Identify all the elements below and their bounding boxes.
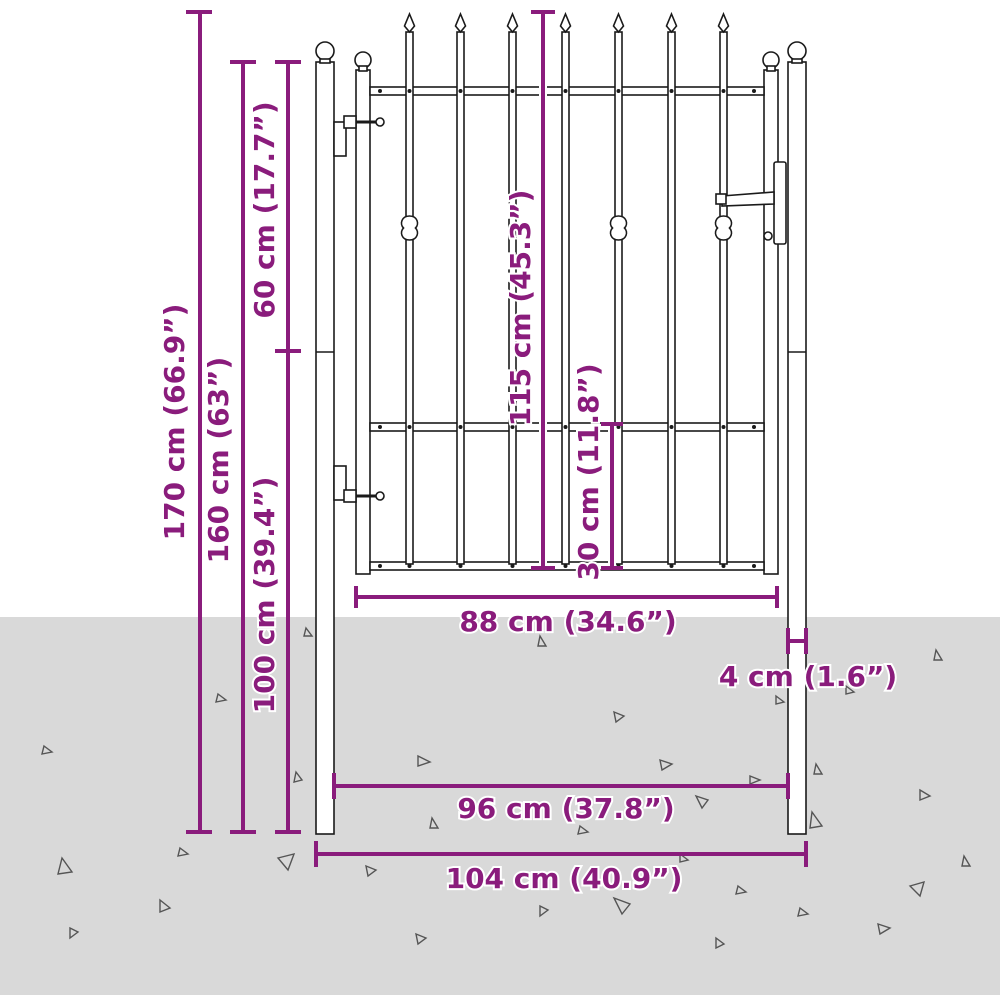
- gate-right-stile: [763, 69, 779, 575]
- ground-pebbles: [41, 626, 972, 950]
- dim-line-170: [186, 10, 212, 834]
- dim-line-60-100: [275, 60, 301, 834]
- spear-bar: [717, 11, 730, 565]
- label-100cm: 100 cm (39.4”): [248, 477, 281, 714]
- right-post: [787, 41, 807, 835]
- rail-bolts: [378, 89, 756, 568]
- ball-finial-icon: [315, 41, 335, 61]
- left-post: [315, 41, 335, 835]
- spear-bar: [665, 11, 678, 565]
- spear-bar: [559, 11, 572, 565]
- dim-line-104: [314, 841, 808, 867]
- spear-bars: [403, 11, 730, 565]
- dim-line-88: [354, 586, 779, 608]
- label-115cm: 115 cm (45.3”): [504, 190, 537, 427]
- dim-line-115: [531, 10, 555, 570]
- hinge-icon: [333, 115, 385, 157]
- label-170cm: 170 cm (66.9”): [158, 304, 191, 541]
- spear-bar: [454, 11, 467, 565]
- hinge-icon: [333, 465, 385, 503]
- decorative-knots: [400, 215, 733, 241]
- label-160cm: 160 cm (63”): [202, 357, 235, 564]
- spear-bar: [403, 11, 416, 565]
- dim-line-160: [230, 60, 256, 834]
- lever-handle-icon: [715, 161, 787, 245]
- ball-finial-icon: [787, 41, 807, 61]
- dim-line-96: [332, 773, 790, 799]
- label-96cm: 96 cm (37.8”): [457, 792, 674, 825]
- label-104cm: 104 cm (40.9”): [446, 862, 683, 895]
- dim-line-30: [601, 422, 623, 570]
- dimension-lines: [186, 10, 808, 867]
- dimension-labels: 170 cm (66.9”) 160 cm (63”) 60 cm (17.7”…: [156, 99, 899, 897]
- label-4cm: 4 cm (1.6”): [719, 660, 897, 693]
- ground-area: [0, 617, 1000, 995]
- gate-left-stile: [355, 69, 371, 575]
- label-60cm: 60 cm (17.7”): [248, 101, 281, 318]
- label-30cm: 30 cm (11.8”): [572, 363, 605, 580]
- dim-line-4: [786, 628, 808, 654]
- label-88cm: 88 cm (34.6”): [459, 605, 676, 638]
